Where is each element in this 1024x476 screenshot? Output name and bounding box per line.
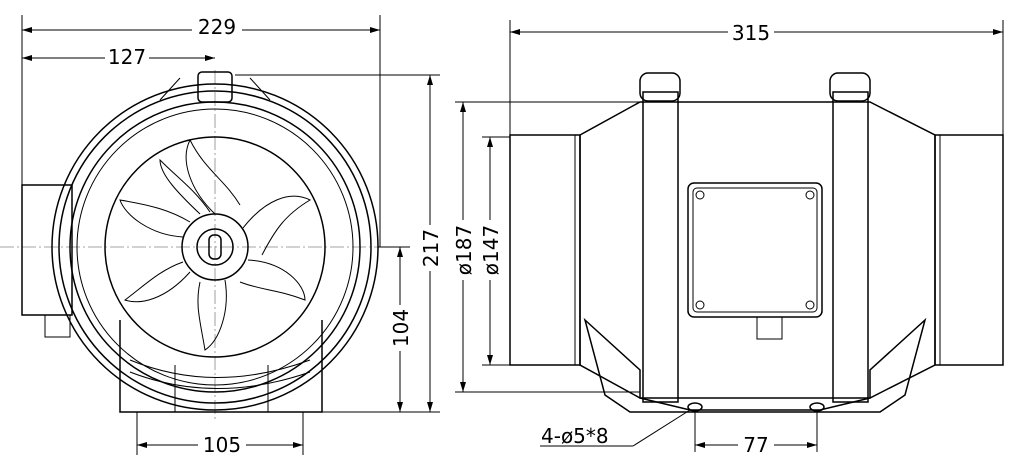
mounting-holes-label: 4-ø5*8 [541, 424, 609, 448]
dim-127: 127 [108, 45, 146, 69]
clamp-right [832, 91, 869, 403]
dim-104: 104 [389, 309, 413, 347]
dim-diameter-147: ø147 [479, 225, 503, 275]
fan-opening [104, 136, 326, 358]
front-dimensions: 229 127 217 104 105 [21, 15, 443, 457]
base-stand [119, 320, 323, 413]
dim-315: 315 [732, 21, 770, 45]
clamp-top [197, 71, 233, 103]
front-view [0, 70, 400, 420]
terminal-box [687, 182, 823, 318]
side-dimensions: 315 ø187 ø147 4-ø5*8 77 [452, 20, 1004, 457]
dim-229: 229 [198, 15, 236, 39]
dim-217: 217 [419, 229, 443, 267]
mounting-bracket [583, 317, 927, 413]
dim-77: 77 [743, 433, 768, 457]
clamp-left [642, 91, 679, 403]
dim-105: 105 [203, 433, 241, 457]
hub [181, 213, 249, 281]
side-view [509, 72, 1004, 413]
motor-housing [579, 101, 936, 399]
outlet-duct [934, 134, 1004, 366]
fan-blades [119, 138, 312, 351]
dim-diameter-187: ø187 [452, 225, 476, 275]
inlet-duct [509, 134, 581, 366]
